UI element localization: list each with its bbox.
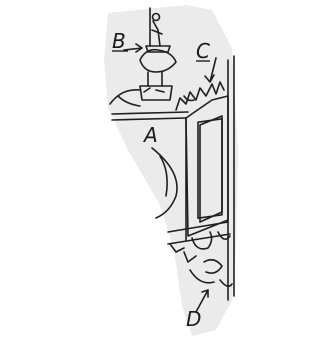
label-a: A — [142, 123, 158, 147]
label-c: C — [196, 39, 210, 63]
label-b: B — [112, 29, 126, 53]
label-d: D — [186, 307, 201, 331]
